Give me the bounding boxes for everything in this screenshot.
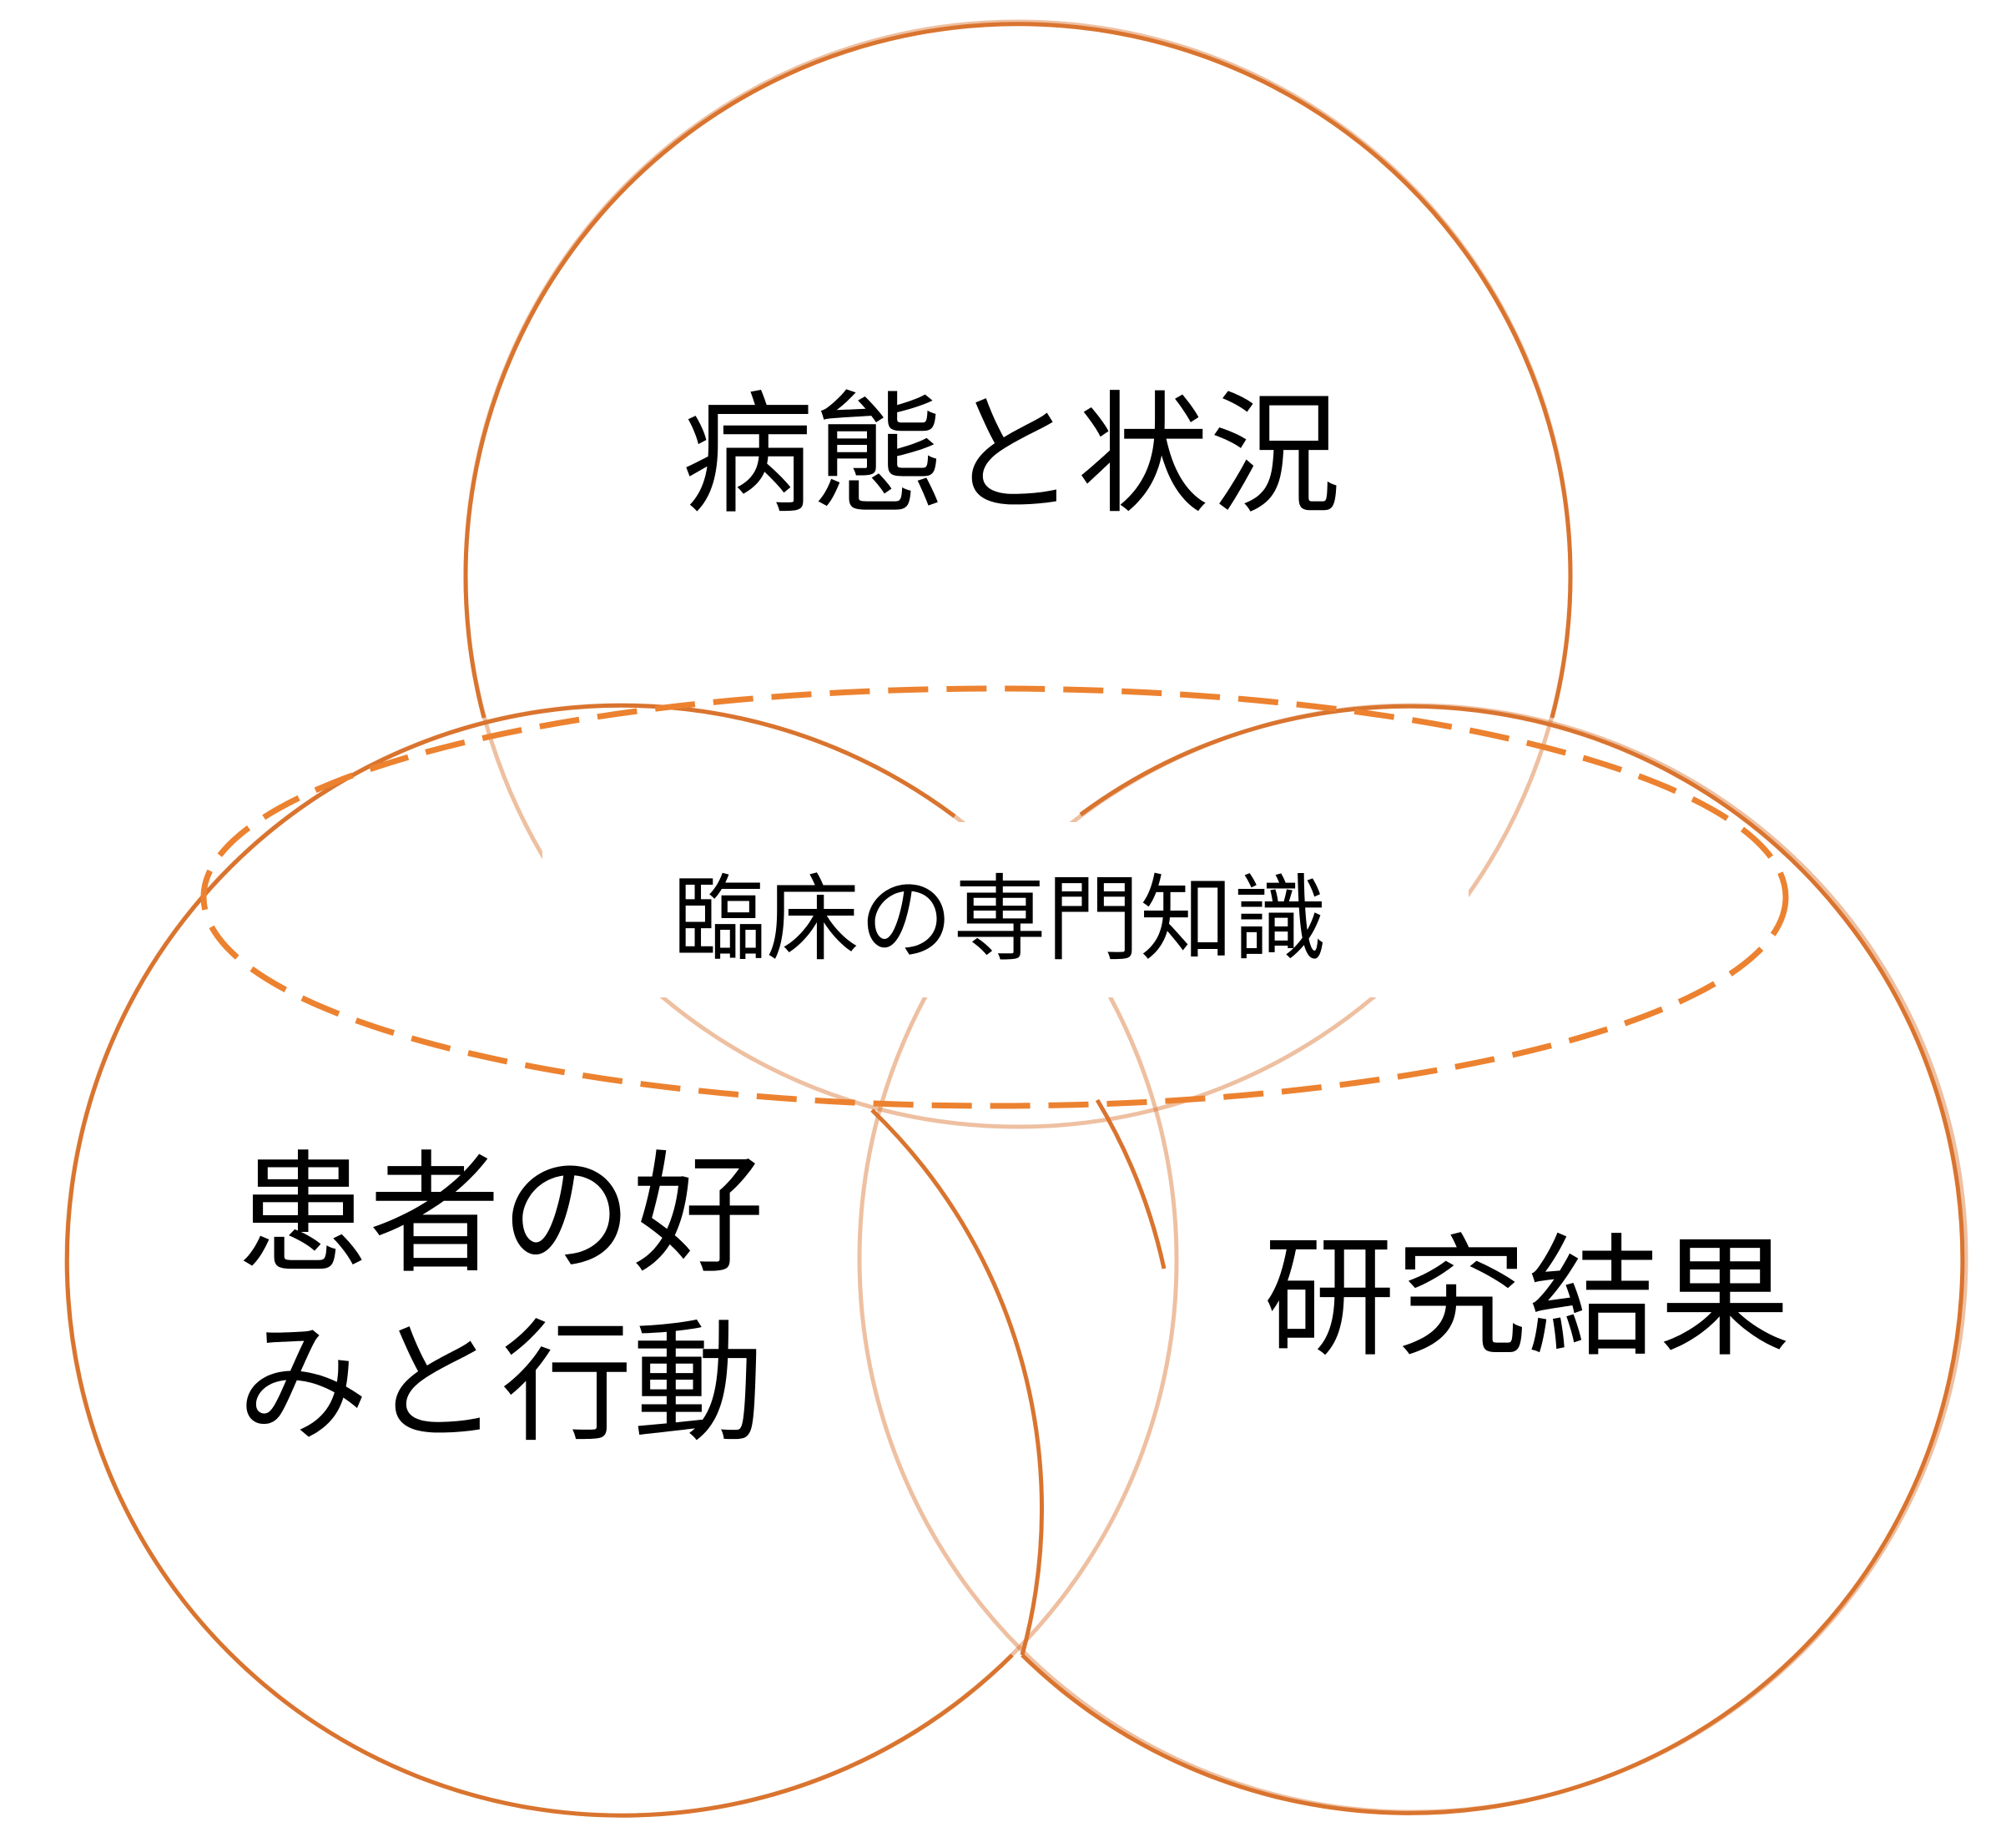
center-inner-arc-2 <box>1095 1098 1167 1269</box>
center-inner-arc <box>870 1108 1044 1656</box>
top-circle-label: 病態と状況 <box>682 379 1341 532</box>
center-ellipse-label: 臨床の専門知識 <box>673 866 1327 974</box>
clinical-expertise-ellipse <box>200 685 1789 1109</box>
left-circle-outline <box>64 703 1014 1818</box>
right-circle-outline <box>1021 704 1965 1815</box>
left-circle-label-line1: 患者の好 <box>237 1138 764 1292</box>
top-circle-outline <box>463 22 1573 719</box>
left-circle-label-line2: みと行動 <box>237 1307 764 1461</box>
right-circle-label: 研究結果 <box>1263 1222 1791 1375</box>
